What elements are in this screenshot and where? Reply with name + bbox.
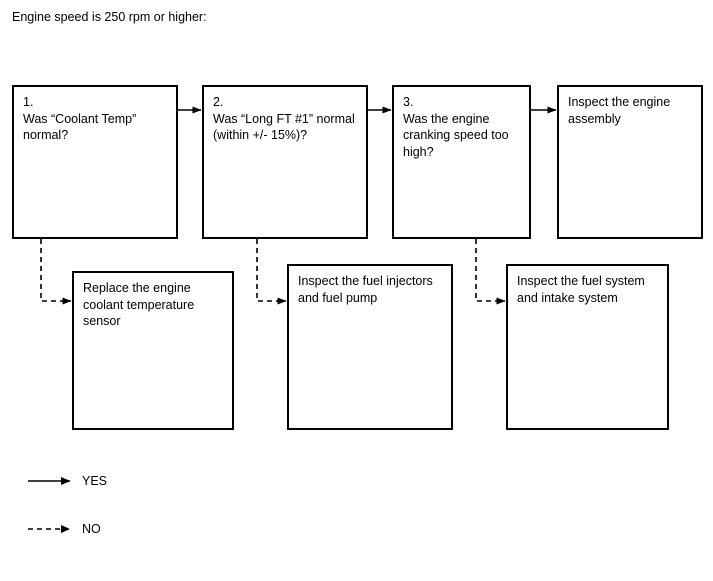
legend-label-no: NO: [82, 522, 101, 536]
node-label: Replace the engine coolant temperature s…: [83, 281, 195, 328]
edge-no-2-to-6: [256, 239, 287, 305]
node-label: 3. Was the engine cranking speed too hig…: [403, 95, 509, 159]
edge-no-3-to-7: [475, 239, 506, 305]
flowchart-node-inspect-engine-assembly[interactable]: Inspect the engine assembly: [557, 85, 703, 239]
node-label: Inspect the fuel injectors and fuel pump: [298, 274, 433, 305]
legend-label-yes: YES: [82, 474, 108, 488]
flowchart-node-long-ft-1[interactable]: 2. Was “Long FT #1” normal (within +/- 1…: [202, 85, 368, 239]
flowchart-node-cranking-speed[interactable]: 3. Was the engine cranking speed too hig…: [392, 85, 531, 239]
flowchart-node-inspect-fuel-system[interactable]: Inspect the fuel system and intake syste…: [506, 264, 669, 430]
node-label: Inspect the fuel system and intake syste…: [517, 274, 645, 305]
node-label: 1. Was “Coolant Temp” normal?: [23, 95, 137, 142]
flowchart-node-coolant-temp[interactable]: 1. Was “Coolant Temp” normal?: [12, 85, 178, 239]
page-title: Engine speed is 250 rpm or higher:: [12, 10, 207, 24]
flowchart-node-replace-coolant-sensor[interactable]: Replace the engine coolant temperature s…: [72, 271, 234, 430]
legend-item-no: NO: [0, 521, 200, 537]
legend-solid-arrow-icon: [28, 477, 71, 485]
node-label: 2. Was “Long FT #1” normal (within +/- 1…: [213, 95, 355, 142]
legend-item-yes: YES: [0, 473, 200, 489]
edge-no-1-to-5: [40, 239, 72, 305]
flowchart-node-inspect-fuel-injectors[interactable]: Inspect the fuel injectors and fuel pump: [287, 264, 453, 430]
node-label: Inspect the engine assembly: [568, 95, 671, 126]
legend-dashed-arrow-icon: [28, 525, 70, 533]
